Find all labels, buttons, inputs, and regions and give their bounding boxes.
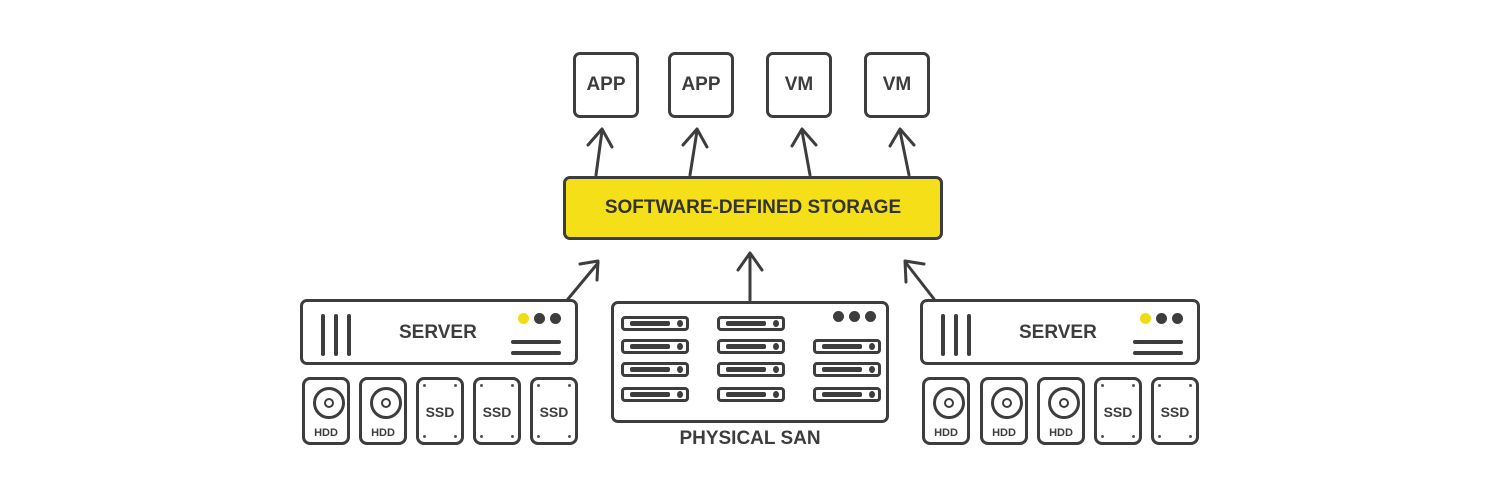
app-label: APP [681, 74, 721, 95]
ssd-drive: SSD [416, 377, 464, 445]
arrow-to-app-2 [681, 127, 709, 177]
drive-label: SSD [539, 404, 569, 420]
hdd-drive: HDD [1037, 377, 1085, 445]
drive-label: SSD [425, 404, 455, 420]
san-drive-slot [621, 339, 689, 354]
hdd-platter-icon [1048, 387, 1080, 419]
hdd-drive: HDD [302, 377, 350, 445]
led-yellow-icon [1140, 313, 1151, 324]
drive-label: SSD [1103, 404, 1133, 420]
led-icon [1172, 313, 1183, 324]
app-label: APP [586, 74, 626, 95]
hdd-drive: HDD [980, 377, 1028, 445]
app-box-1: APP [573, 52, 639, 118]
server-lines-icon [1133, 340, 1183, 362]
led-icon [534, 313, 545, 324]
hdd-platter-icon [370, 387, 402, 419]
vm-label: VM [882, 74, 912, 95]
server-vent-icon [941, 314, 980, 361]
san-drive-slot [717, 339, 785, 354]
san-drive-slot [813, 339, 881, 354]
drive-label: SSD [482, 404, 512, 420]
san-drive-slot [717, 362, 785, 377]
drive-label: HDD [314, 427, 338, 439]
hdd-platter-icon [991, 387, 1023, 419]
server-vent-icon [321, 314, 360, 361]
led-icon [833, 311, 844, 322]
ssd-drive: SSD [530, 377, 578, 445]
status-leds [518, 313, 561, 324]
hdd-platter-icon [313, 387, 345, 419]
san-drive-slot [717, 316, 785, 331]
status-leds [1140, 313, 1183, 324]
server-lines-icon [511, 340, 561, 362]
drive-label: HDD [1049, 427, 1073, 439]
sds-label: SOFTWARE-DEFINED STORAGE [604, 197, 902, 218]
san-drive-slot [813, 387, 881, 402]
right-server: SERVER [920, 299, 1200, 365]
vm-box-1: VM [766, 52, 832, 118]
arrow-from-san [736, 251, 764, 302]
server-label: SERVER [399, 322, 477, 343]
san-drive-slot [621, 362, 689, 377]
status-leds [833, 311, 876, 322]
drive-label: HDD [934, 427, 958, 439]
app-box-2: APP [668, 52, 734, 118]
led-yellow-icon [518, 313, 529, 324]
arrow-to-vm-2 [888, 127, 916, 177]
left-server: SERVER [300, 299, 578, 365]
vm-label: VM [784, 74, 814, 95]
san-label: PHYSICAL SAN [679, 428, 821, 449]
server-label: SERVER [1019, 322, 1097, 343]
led-icon [1156, 313, 1167, 324]
san-drive-slot [813, 362, 881, 377]
san-drive-slot [621, 316, 689, 331]
vm-box-2: VM [864, 52, 930, 118]
drive-label: HDD [371, 427, 395, 439]
arrow-to-vm-1 [790, 127, 818, 177]
led-icon [849, 311, 860, 322]
hdd-drive: HDD [359, 377, 407, 445]
arrow-from-left-server [566, 259, 600, 301]
ssd-drive: SSD [1151, 377, 1199, 445]
software-defined-storage-box: SOFTWARE-DEFINED STORAGE [563, 176, 943, 240]
hdd-platter-icon [933, 387, 965, 419]
ssd-drive: SSD [1094, 377, 1142, 445]
drive-label: HDD [992, 427, 1016, 439]
arrow-from-right-server [903, 259, 936, 301]
led-icon [550, 313, 561, 324]
hdd-drive: HDD [922, 377, 970, 445]
drive-label: SSD [1160, 404, 1190, 420]
arrow-to-app-1 [586, 127, 614, 177]
led-icon [865, 311, 876, 322]
san-drive-slot [717, 387, 785, 402]
physical-san [611, 301, 889, 423]
san-drive-slot [621, 387, 689, 402]
ssd-drive: SSD [473, 377, 521, 445]
